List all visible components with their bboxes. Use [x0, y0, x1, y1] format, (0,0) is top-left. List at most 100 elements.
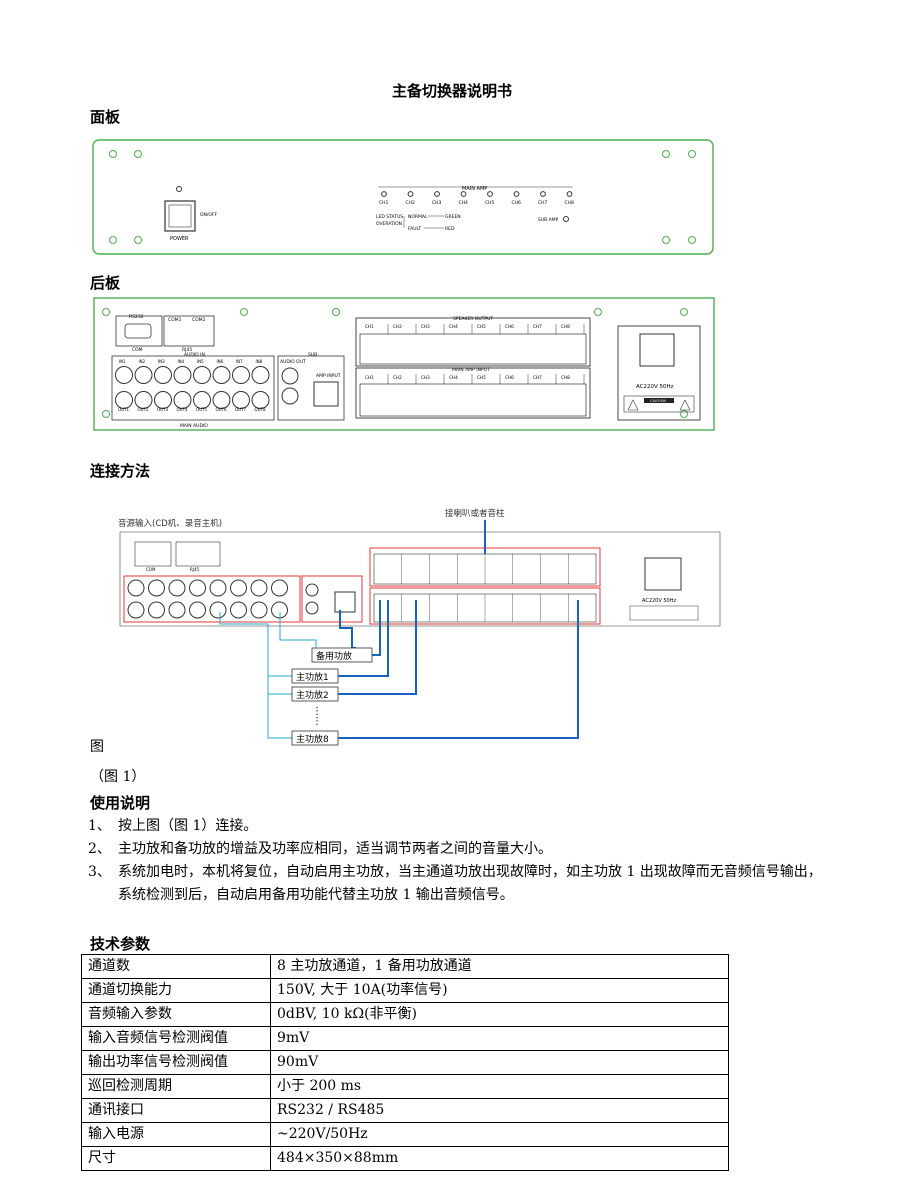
backup-amp-label: 备用功放 [316, 650, 352, 662]
spec-key: 通讯接口 [81, 1098, 271, 1123]
source-input-label: 音源输入(CD机、录音主机) [118, 518, 222, 529]
usage-item: 3、系统加电时，本机将复位，自动启用主功放，当主通道功放出现故障时，如主功放 1… [88, 864, 822, 903]
rs232-block [115, 315, 163, 347]
speaker-ch-label: CH4 [449, 324, 458, 329]
warning-icon [679, 399, 691, 411]
spec-value: RS232 / RS485 [270, 1098, 729, 1123]
rear-panel-heading: 后板 [90, 274, 121, 292]
figure-caption: （图 1） [90, 769, 146, 785]
out-label: OUT1 [118, 407, 130, 412]
in-label: IN4 [178, 359, 185, 364]
out-jack [232, 391, 250, 409]
channel-led [513, 191, 520, 197]
main-2-wire [338, 600, 417, 695]
in-jack [154, 366, 172, 384]
amp-input-ch-label: CH4 [449, 375, 458, 380]
mount-hole [332, 308, 340, 316]
channel-label: CH3 [432, 200, 442, 206]
spec-key: 尺寸 [81, 1146, 271, 1171]
specs-heading: 技术参数 [90, 935, 151, 953]
spec-value: 8 主功放通道，1 备用功放通道 [270, 954, 729, 979]
com1-label: COM1 [168, 317, 182, 323]
main-8-wire [338, 600, 579, 739]
out-label: OUT4 [177, 407, 189, 412]
in-label: IN2 [139, 359, 146, 364]
com-label: COM [146, 567, 156, 572]
normal-label: NORMAL [408, 214, 428, 220]
mount-hole [109, 236, 117, 244]
backup-wire [339, 610, 356, 649]
main-amp-input-label: MAIN AMP INPUT [452, 367, 490, 373]
spec-value: 150V, 大于 10A(功率信号) [270, 978, 729, 1003]
main-amp-label: MAIN AMP [462, 186, 487, 192]
on-off-label: ON/OFF [200, 212, 218, 218]
channel-led [381, 191, 387, 197]
audio-out-jack [281, 367, 299, 385]
out-label: OUT7 [235, 407, 247, 412]
in-jack [230, 579, 247, 597]
out-jack [209, 601, 227, 619]
channel-led [540, 191, 546, 197]
in-jack [127, 579, 145, 597]
main-amp-input-block [355, 367, 591, 419]
warning-icon [627, 399, 639, 411]
fault-label: FAULT [408, 226, 421, 232]
mount-hole [680, 308, 688, 316]
spec-value: 90mV [270, 1050, 729, 1075]
mount-hole [680, 410, 688, 418]
speaker-output-label: SPEAKER OUTPUT [453, 316, 493, 322]
connection-diagram: 音源输入(CD机、录音主机) 接喇叭或者音柱 COM RJ45 AC220V 5… [118, 508, 721, 746]
in-jack [271, 579, 288, 597]
spec-key: 输出功率信号检测阀值 [81, 1050, 271, 1075]
out-jack [251, 391, 270, 409]
led-status-label: LED STATUS [376, 214, 403, 220]
channel-label: CH1 [379, 200, 389, 206]
rs232-block [134, 541, 172, 567]
speaker-output-block [355, 317, 591, 367]
usage-heading: 使用说明 [90, 794, 151, 812]
red-label: RED [445, 226, 455, 232]
amp-input-label: AMP INPUT [316, 373, 341, 379]
mount-hole [688, 150, 696, 158]
in-label: IN6 [217, 359, 224, 364]
mount-hole [109, 150, 117, 158]
amp-input-ch-label: CH5 [477, 375, 486, 380]
channel-led [434, 191, 440, 197]
out-label: OUT8 [255, 407, 267, 412]
speaker-ch-label: CH8 [561, 324, 570, 329]
spec-key: 输入电源 [81, 1122, 271, 1147]
audio-in-label: AUDIO IN [184, 352, 205, 358]
channel-led [566, 191, 573, 197]
mount-hole [688, 236, 696, 244]
rs232-label: RS232 [129, 314, 144, 320]
usage-list: 1、按上图（图 1）连接。 2、主功放和备功放的增益及功率应相同，适当调节两者之… [88, 815, 828, 907]
in-jack [232, 366, 250, 384]
main-amp-2-label: 主功放2 [296, 689, 329, 701]
channel-led [487, 191, 493, 197]
front-panel-outline [92, 139, 714, 255]
green-label: GREEN [445, 214, 461, 220]
usage-item: 1、按上图（图 1）连接。 [88, 818, 258, 834]
com2-label: COM2 [192, 317, 206, 323]
out-label: OUT2 [138, 407, 150, 412]
in-jack [250, 579, 268, 597]
out-label: OUT3 [157, 407, 169, 412]
out-jack [154, 391, 172, 409]
in-jack [168, 579, 186, 597]
power-socket [639, 333, 675, 367]
channel-label: CH6 [512, 200, 522, 206]
sub-block [277, 355, 345, 421]
mount-hole [240, 308, 248, 316]
in-jack [173, 366, 192, 384]
amp-input-ch-label: CH2 [393, 375, 402, 380]
power-led [176, 186, 182, 192]
mount-hole [134, 150, 142, 158]
audio-out-label: AUDIO OUT [280, 359, 306, 365]
speaker-ch-label: CH7 [533, 324, 542, 329]
